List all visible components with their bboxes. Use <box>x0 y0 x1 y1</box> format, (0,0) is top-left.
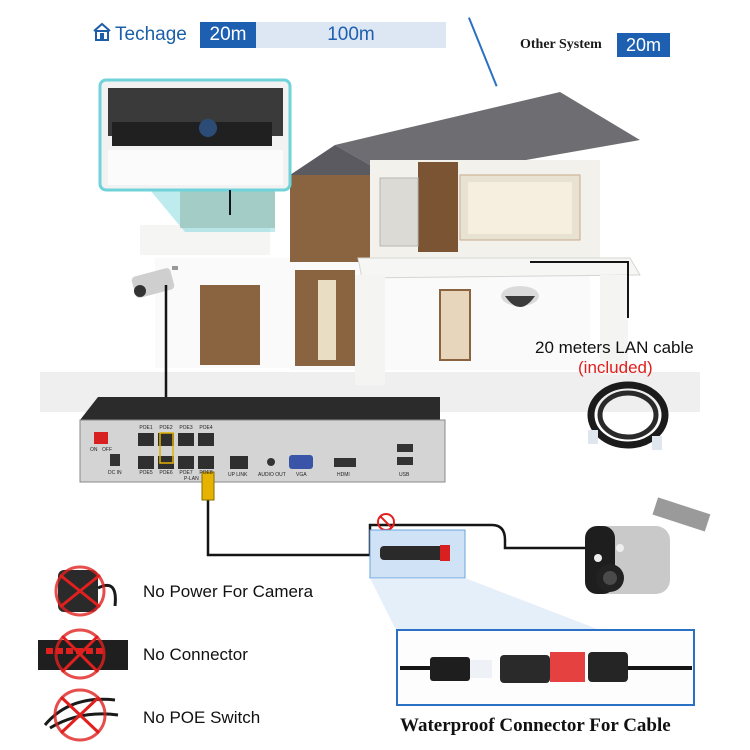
lan-cable-coil <box>587 381 669 450</box>
feature-no-power: No Power For Camera <box>143 582 314 601</box>
nvr-label-plan: P-LAN <box>184 476 199 482</box>
nvr-label-vga: VGA <box>296 472 307 478</box>
nvr-port-label: POE5 <box>139 470 153 476</box>
nvr-label-dc-in: DC IN <box>108 470 122 476</box>
nvr-port-label: POE8 <box>199 470 213 476</box>
nvr-port-label: POE4 <box>199 425 213 431</box>
feature-no-connector: No Connector <box>143 645 248 664</box>
nvr-label-hdmi: HDMI <box>337 472 350 478</box>
power-adapter-crossed-icon <box>54 565 117 617</box>
techage-logo-icon <box>92 22 112 48</box>
feature-no-poe-switch: No POE Switch <box>143 708 261 727</box>
other-system-distance-badge: 20m <box>617 33 670 57</box>
nvr-label-audio-out: AUDIO OUT <box>258 472 286 478</box>
brand-name: Techage <box>115 24 187 46</box>
bullet-camera-on-house <box>131 266 178 298</box>
outdoor-bullet-camera <box>585 497 711 594</box>
dome-camera-on-house <box>501 286 539 307</box>
nvr-port-label: POE3 <box>179 425 193 431</box>
nvr-zoom-callout <box>98 78 292 232</box>
nvr-recorder <box>79 397 446 483</box>
network-switch-crossed-icon <box>38 628 128 680</box>
nvr-port-label: POE6 <box>159 470 173 476</box>
nvr-top-port-labels: POE1 POE2 POE3 POE4 <box>138 425 218 431</box>
other-system-label: Other System <box>520 37 602 52</box>
nvr-label-on: ON <box>90 447 98 453</box>
techage-distance-badge: 20m <box>200 22 256 48</box>
nvr-port-label: POE7 <box>179 470 193 476</box>
lan-cable-included-note: (included) <box>578 358 653 377</box>
lan-cable-title: 20 meters LAN cable <box>535 338 694 357</box>
nvr-label-off: OFF <box>102 447 112 453</box>
nvr-bottom-port-labels: POE5 POE6 POE7 POE8 <box>138 470 218 476</box>
splitter-cable-crossed-icon <box>43 688 119 742</box>
house-illustration <box>40 92 700 412</box>
nvr-port-label: POE2 <box>159 425 173 431</box>
techage-logo: Techage <box>92 22 187 48</box>
waterproof-connector-caption: Waterproof Connector For Cable <box>400 715 671 736</box>
extended-distance-bar: 100m <box>256 22 446 48</box>
nvr-label-usb: USB <box>399 472 410 478</box>
nvr-port-label: POE1 <box>139 425 153 431</box>
waterproof-connector-zoom <box>396 629 695 706</box>
nvr-label-uplink: UP LINK <box>228 472 248 478</box>
